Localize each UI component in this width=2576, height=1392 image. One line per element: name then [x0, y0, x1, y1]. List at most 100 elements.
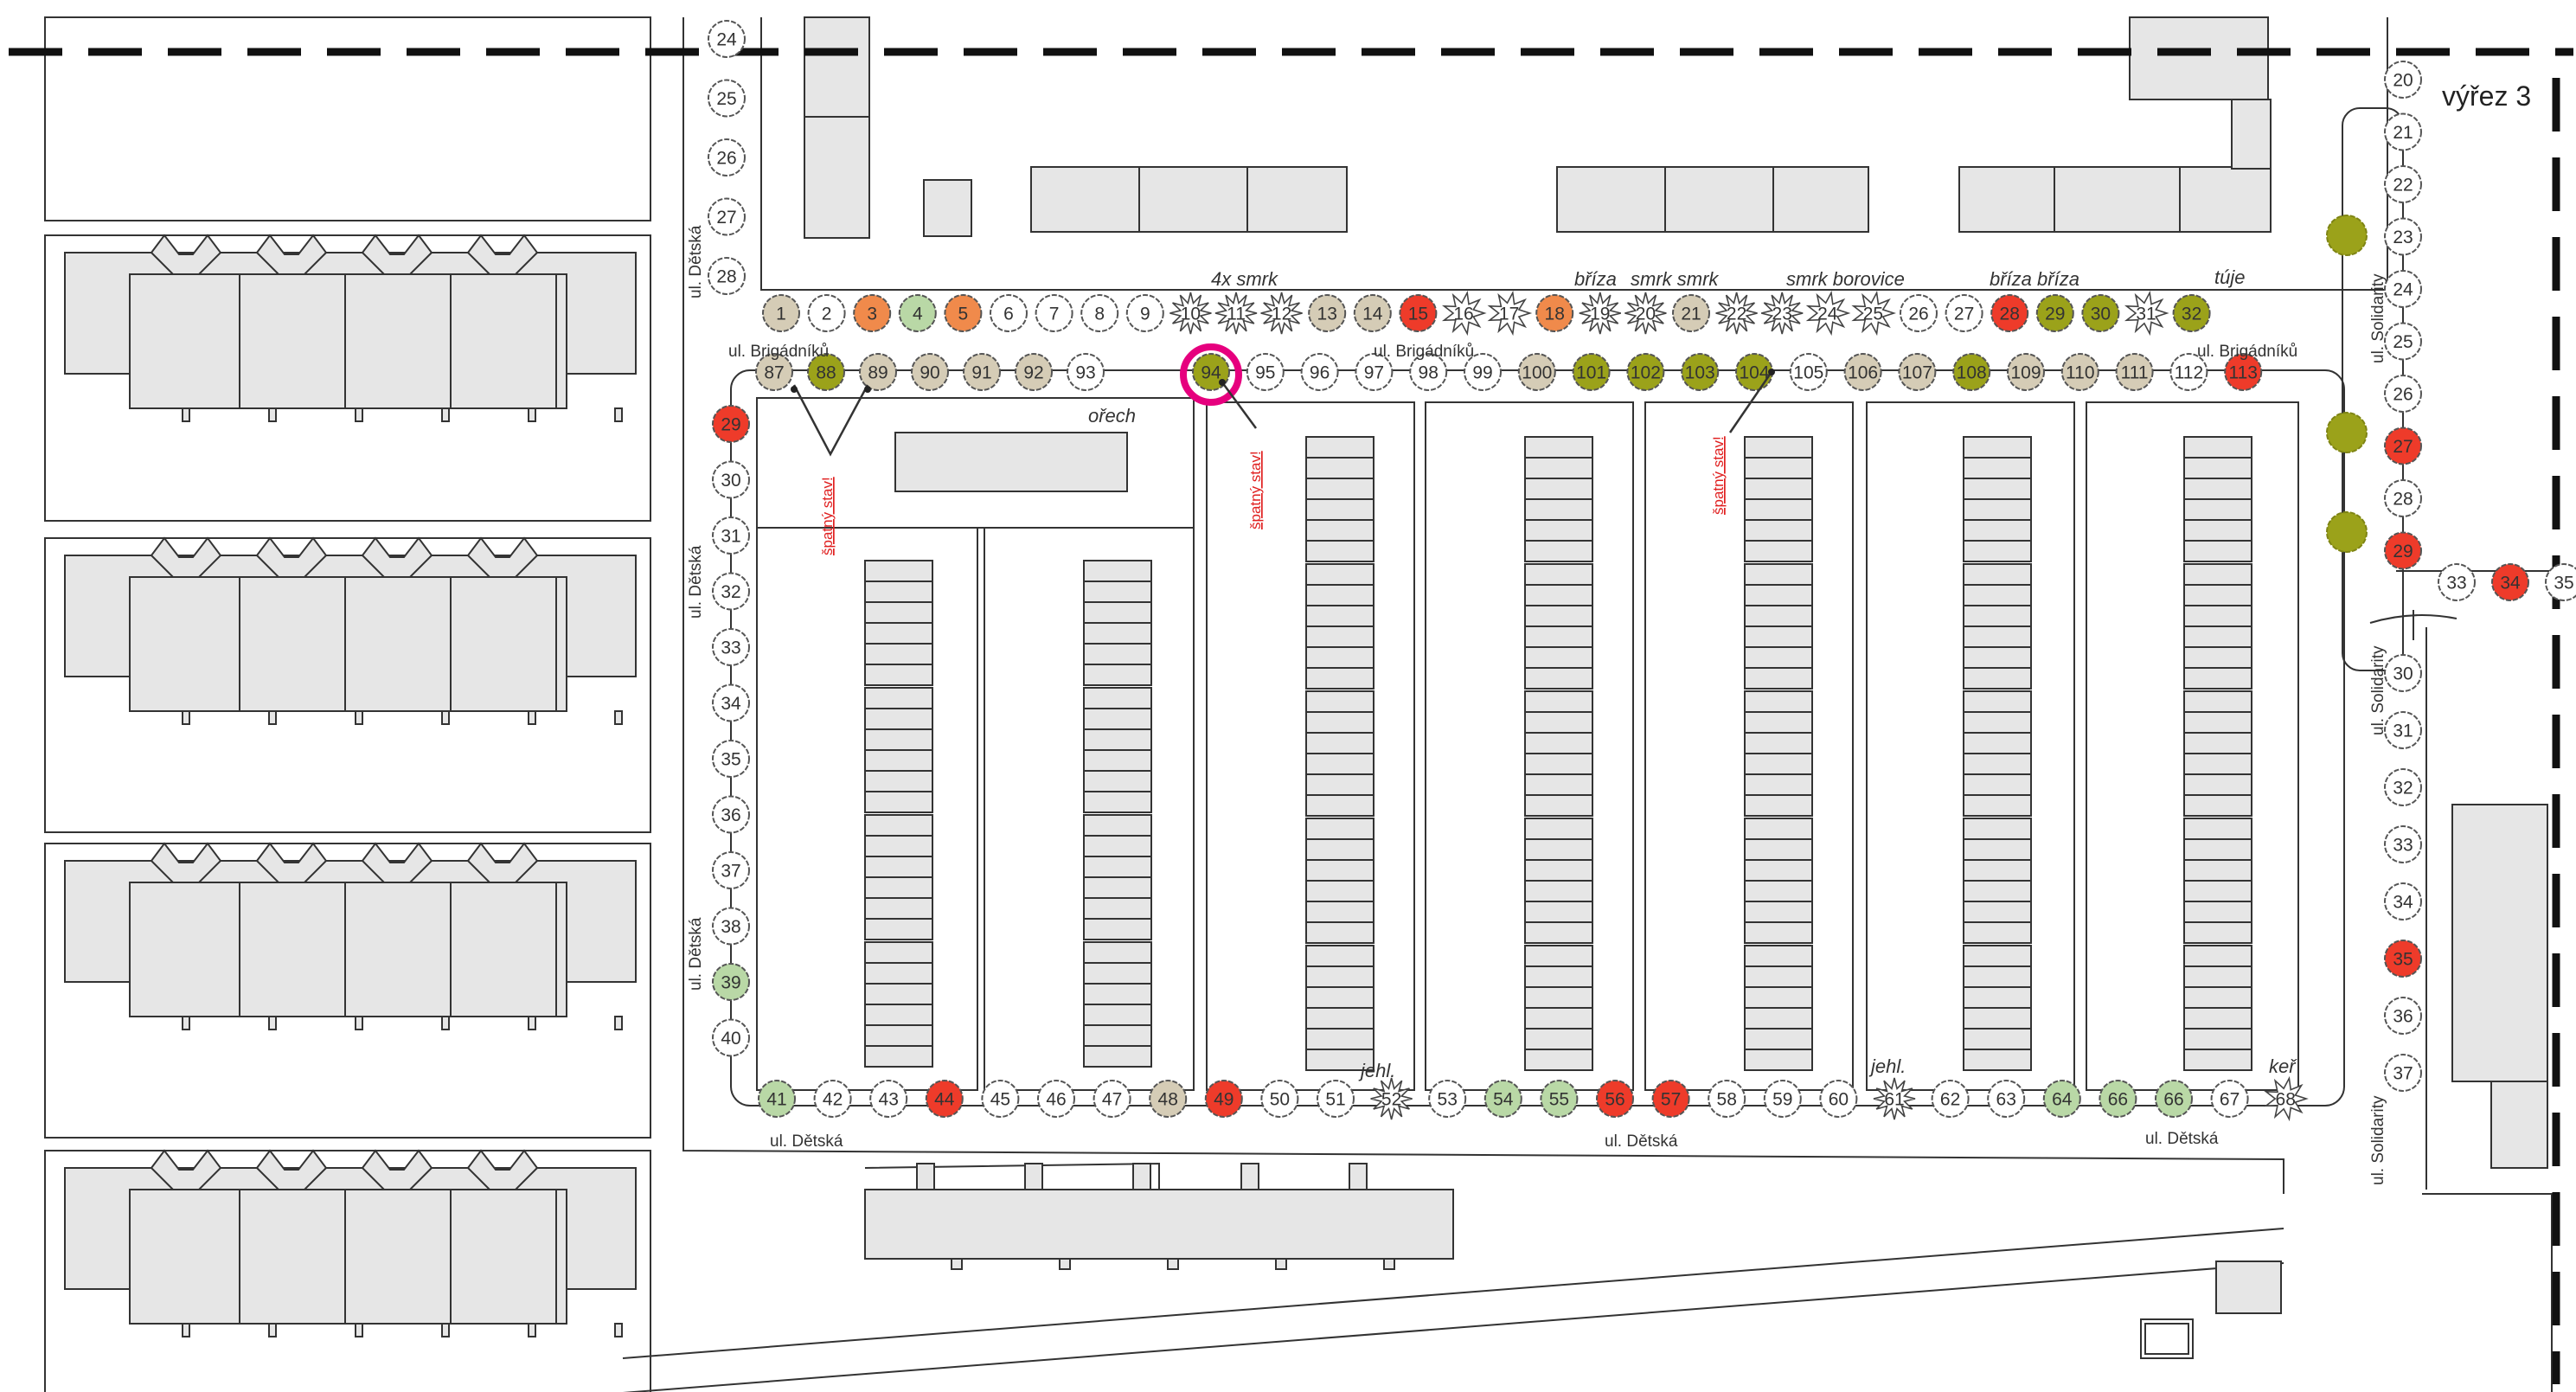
row-house-unit [1963, 584, 2032, 606]
tree-marker: 101 [1572, 353, 1611, 391]
tree-number: 61 [1884, 1090, 1904, 1110]
tree-number: 45 [990, 1090, 1010, 1110]
warning-label-1: špatný stav! [819, 477, 836, 555]
tree-number: 101 [1576, 363, 1606, 383]
warning-leaders [791, 369, 1775, 457]
row-house-unit [2183, 457, 2252, 479]
tree-number: 23 [2393, 228, 2413, 247]
species-smrk-borovice: smrk borovice [1786, 268, 1905, 290]
tree-number: 25 [1863, 305, 1883, 324]
row-house-unit [1963, 901, 2032, 923]
tree-number: 34 [721, 694, 741, 714]
row-house-unit [1744, 753, 1813, 775]
tree-marker: 39 [712, 963, 750, 1001]
row-house-unit [1083, 876, 1152, 899]
tree-number: 35 [721, 750, 740, 770]
tree-marker: 91 [963, 353, 1001, 391]
tree-number: 98 [1419, 363, 1439, 383]
row-house-unit [1963, 498, 2032, 521]
tree-number: 17 [1499, 305, 1519, 324]
row-house-unit [1963, 753, 2032, 775]
tree-number: 35 [2554, 574, 2573, 593]
tree-marker: 30 [2081, 294, 2120, 332]
tree-number: 22 [1727, 305, 1746, 324]
row-house-unit [2183, 1007, 2252, 1030]
row-house-unit [1963, 667, 2032, 690]
row-house-unit [2183, 540, 2252, 562]
row-house-unit [2183, 1028, 2252, 1050]
tree-marker: 40 [712, 1018, 750, 1057]
tree-number: 24 [1817, 305, 1838, 324]
row-house-unit [1744, 818, 1813, 840]
tree-number: 88 [816, 363, 836, 383]
row-house-unit [1524, 625, 1593, 648]
tree-marker: 18 [1535, 294, 1574, 332]
row-house-unit [864, 581, 933, 603]
street-label-detska-bottom-3: ul. Dětská [2145, 1130, 2219, 1148]
tree-marker: 38 [712, 907, 750, 946]
tree-number: 30 [2091, 305, 2111, 324]
tree-number: 14 [1362, 305, 1383, 324]
row-house-unit [1963, 605, 2032, 627]
row-house-unit [1305, 711, 1375, 734]
tree-marker: 3 [853, 294, 892, 332]
row-house-unit [1524, 1049, 1593, 1071]
row-house-unit [1963, 986, 2032, 1009]
row-house-unit [1963, 646, 2032, 669]
species-4x-smrk: 4x smrk [1211, 268, 1278, 290]
row-house-unit [1305, 753, 1375, 775]
species-jehl-1: jehl. [1358, 1060, 1395, 1081]
row-house-unit [864, 708, 933, 730]
row-house-unit [1744, 457, 1813, 479]
row-house-block [64, 842, 637, 1030]
street-label-detska-bottom-1: ul. Dětská [770, 1132, 843, 1151]
row-house-unit [1305, 901, 1375, 923]
tree-number: 27 [716, 208, 736, 228]
row-house-unit [1524, 901, 1593, 923]
tree-number: 89 [868, 363, 888, 383]
row-house-unit [1305, 1028, 1375, 1050]
tree-number: 103 [1685, 363, 1715, 383]
tree-number: 29 [721, 415, 740, 435]
row-house-unit [1524, 945, 1593, 967]
row-house-unit [1083, 1045, 1152, 1068]
tree-number: 96 [1310, 363, 1330, 383]
row-house-unit [864, 687, 933, 709]
tree-marker: 103 [1681, 353, 1720, 391]
tree-number: 46 [1046, 1090, 1066, 1110]
tree-marker: 14 [1353, 294, 1392, 332]
row-house-unit [1744, 498, 1813, 521]
row-house-unit [1524, 818, 1593, 840]
tree-marker: 31 [2124, 290, 2169, 337]
tree-marker: 30 [2384, 654, 2422, 692]
row-house-unit [1524, 838, 1593, 861]
tree-number: 30 [2393, 664, 2413, 684]
tree-marker: 61 [1873, 1077, 1916, 1120]
species-ker: keř [2269, 1055, 2297, 1077]
street-label-solidarity-1: ul. Solidarity [2369, 273, 2387, 363]
tree-number: 32 [2393, 779, 2413, 799]
row-house-unit [2183, 965, 2252, 988]
tree-number: 56 [1605, 1090, 1624, 1110]
tree-marker: 56 [1596, 1080, 1634, 1118]
tree-number: 3 [867, 305, 877, 324]
row-house-unit [1305, 794, 1375, 817]
street-label-detska-bottom-2: ul. Dětská [1605, 1132, 1678, 1151]
row-house-unit [1744, 880, 1813, 902]
tree-marker-unnumbered [2326, 511, 2368, 553]
tree-number: 31 [2393, 722, 2413, 741]
row-house-unit [1305, 818, 1375, 840]
row-house-unit [2183, 690, 2252, 713]
tree-marker: 36 [712, 795, 750, 834]
tree-marker: 105 [1789, 353, 1828, 391]
row-house-unit [1963, 732, 2032, 754]
tree-number: 2 [822, 305, 832, 324]
row-house-unit [1744, 646, 1813, 669]
tree-marker: 55 [1540, 1080, 1579, 1118]
tree-marker: 26 [708, 138, 746, 176]
tree-number: 102 [1631, 363, 1661, 383]
species-jehl-2: jehl. [1868, 1055, 1906, 1077]
tree-marker: 35 [2384, 940, 2422, 978]
warning-label-2: špatný stav! [1247, 451, 1264, 529]
